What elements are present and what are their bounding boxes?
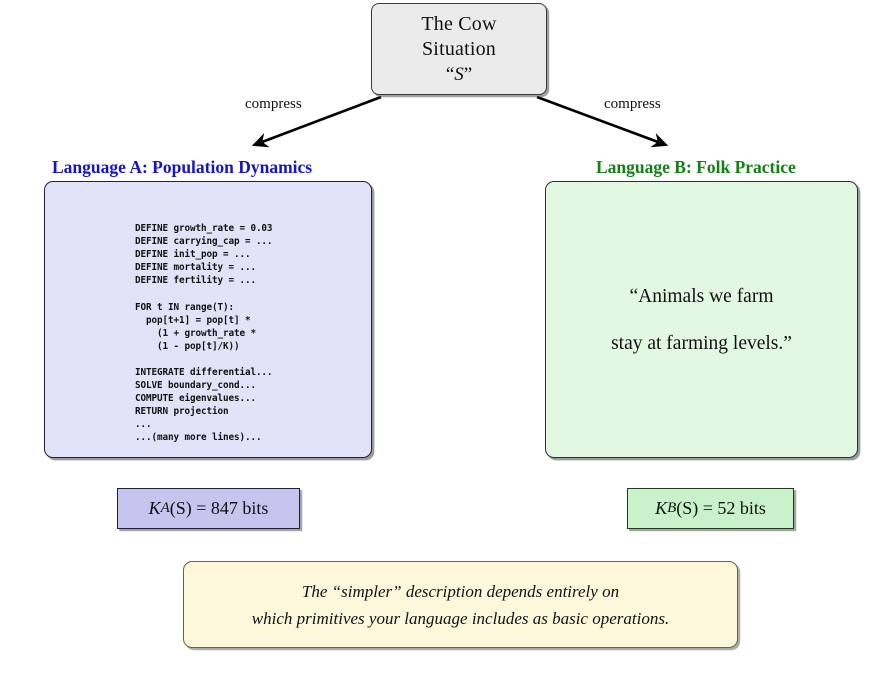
result-b-equals: =: [702, 498, 713, 518]
source-symbol-close-quote: ”: [463, 63, 473, 85]
edge-label-compress-left: compress: [245, 96, 302, 112]
result-b-value: 52: [717, 498, 736, 518]
result-a-subscript: A: [160, 500, 170, 516]
panel-language-a: DEFINE growth_rate = 0.03 DEFINE carryin…: [44, 181, 372, 458]
edge-label-compress-right: compress: [604, 96, 661, 112]
panel-language-b: “Animals we farm stay at farming levels.…: [545, 181, 858, 458]
folk-quote: “Animals we farm stay at farming levels.…: [611, 273, 792, 367]
code-listing-language-a: DEFINE growth_rate = 0.03 DEFINE carryin…: [135, 223, 273, 444]
source-node: The Cow Situation “S”: [371, 3, 547, 95]
result-b-k: K: [655, 498, 668, 518]
result-b-subscript: B: [667, 500, 677, 516]
note-line-2: which primitives your language includes …: [251, 608, 670, 628]
heading-language-a: Language A: Population Dynamics: [52, 157, 313, 177]
folk-quote-line-1: “Animals we farm: [629, 285, 774, 307]
source-title-line-1: The Cow: [421, 12, 497, 35]
result-a-unit: bits: [242, 498, 269, 518]
result-a-k: K: [148, 498, 161, 518]
result-a-equals: =: [196, 498, 207, 518]
result-b-unit: bits: [739, 498, 766, 518]
source-title-line-2: Situation: [421, 37, 497, 60]
result-a-value: 847: [210, 498, 238, 518]
source-symbol: “S”: [446, 62, 472, 87]
heading-language-b: Language B: Folk Practice: [596, 157, 796, 177]
result-b-argument: (S): [676, 498, 699, 518]
result-a-argument: (S): [169, 498, 192, 518]
source-symbol-letter: S: [454, 63, 464, 85]
note-box: The “simpler” description depends entire…: [183, 561, 738, 648]
folk-quote-line-2: stay at farming levels.”: [611, 332, 792, 354]
note-line-1: The “simpler” description depends entire…: [301, 581, 620, 601]
source-symbol-open-quote: “: [445, 63, 455, 85]
